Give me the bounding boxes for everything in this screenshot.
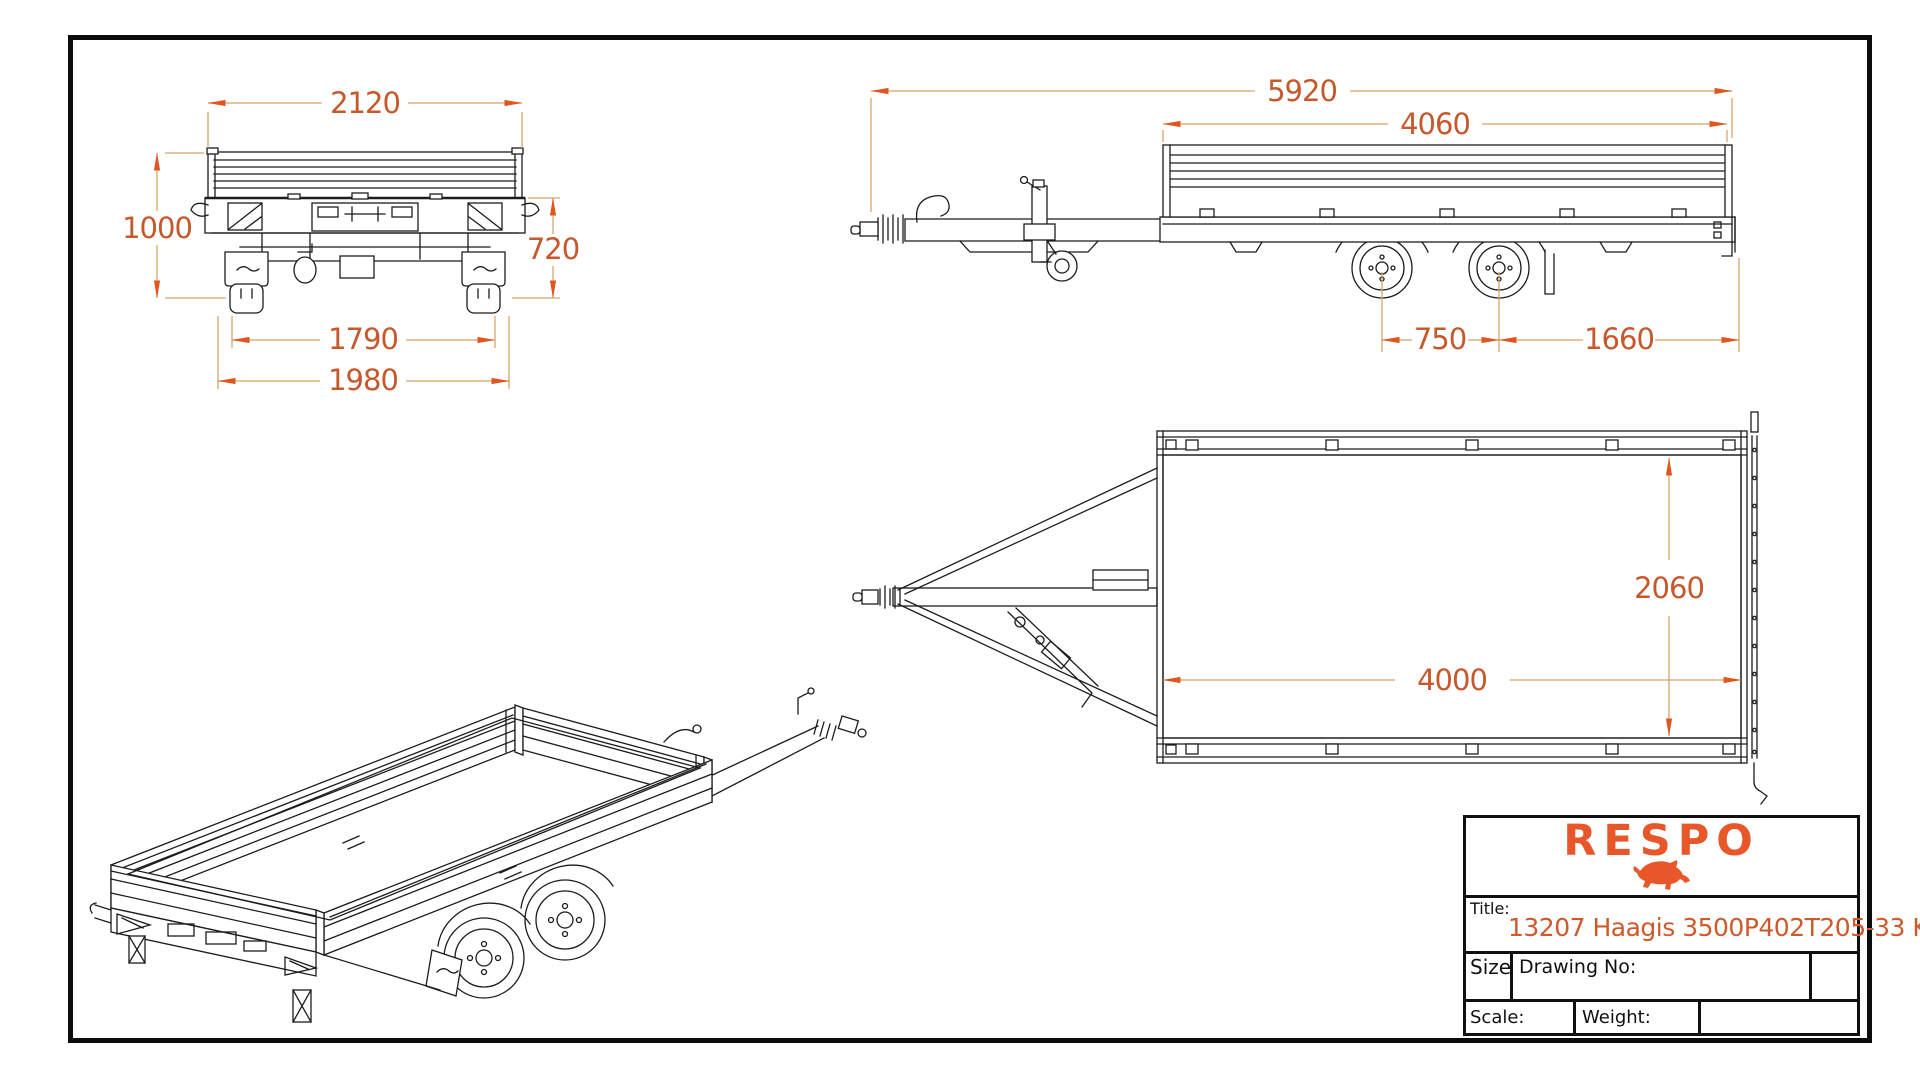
- dim-rear-overall-width: 2120: [207, 86, 523, 148]
- scale-row: Scale: Weight:: [1466, 1002, 1857, 1034]
- side-view: 5920 4060 750 1660: [850, 74, 1740, 356]
- dim-side-axle-spacing: 750: [1381, 258, 1740, 356]
- scale-label: Scale:: [1466, 1002, 1576, 1034]
- title-block: RESPO Title: 13207 Haagis 3500P402T205-3…: [1463, 815, 1920, 1036]
- weight-label: Weight:: [1576, 1002, 1701, 1034]
- logo-cell: RESPO: [1466, 816, 1857, 899]
- title-row: Title: 13207 Haagis 3500P402T205-33 KE-E…: [1466, 898, 1920, 954]
- dim-rear-overall-height: 1000: [122, 152, 226, 299]
- dim-rear-platform-height: 720: [512, 197, 580, 299]
- scale-empty-cell: [1701, 1002, 1857, 1033]
- hinge-dots: [1752, 447, 1757, 755]
- sheet-border: [68, 35, 1872, 1043]
- dim-label: 4060: [1400, 107, 1470, 141]
- dim-rear-body-width: 1980: [217, 316, 510, 397]
- dim-side-bed-length: 4060: [1162, 107, 1728, 142]
- dim-rear-support-spacing: 1790: [231, 316, 496, 356]
- respo-brand-text: RESPO: [1563, 816, 1760, 867]
- revision-cell: [1809, 953, 1857, 1000]
- dim-label: 2120: [330, 86, 400, 120]
- dim-label: 1980: [328, 363, 398, 397]
- title-label: Title:: [1470, 899, 1510, 919]
- dim-label: 2060: [1634, 571, 1704, 605]
- dim-top-inner-length: 4000: [1162, 663, 1742, 697]
- drawing-title: 13207 Haagis 3500P402T205-33 KE-EU2: [1508, 913, 1920, 943]
- dim-label: 1660: [1584, 322, 1654, 356]
- top-view: 2060 4000: [852, 411, 1768, 805]
- dim-side-overall-length: 5920: [870, 74, 1733, 212]
- dim-label: 720: [527, 232, 579, 266]
- size-row: Size Drawing No:: [1466, 953, 1857, 1003]
- isometric-view: [89, 687, 867, 1023]
- size-label: Size: [1466, 953, 1513, 1000]
- rear-view: 2120 1000 720 1790: [122, 86, 580, 397]
- dim-label: 1790: [328, 322, 398, 356]
- dim-label: 4000: [1417, 663, 1487, 697]
- dim-label: 750: [1414, 322, 1466, 356]
- drawing-no-label: Drawing No:: [1519, 955, 1637, 978]
- dim-side-axle-to-rear: 1660: [1498, 322, 1740, 356]
- respo-bull-icon: [1632, 859, 1690, 890]
- dim-label: 5920: [1267, 74, 1337, 108]
- dim-label: 1000: [122, 211, 192, 245]
- dim-top-inner-width: 2060: [1634, 457, 1705, 737]
